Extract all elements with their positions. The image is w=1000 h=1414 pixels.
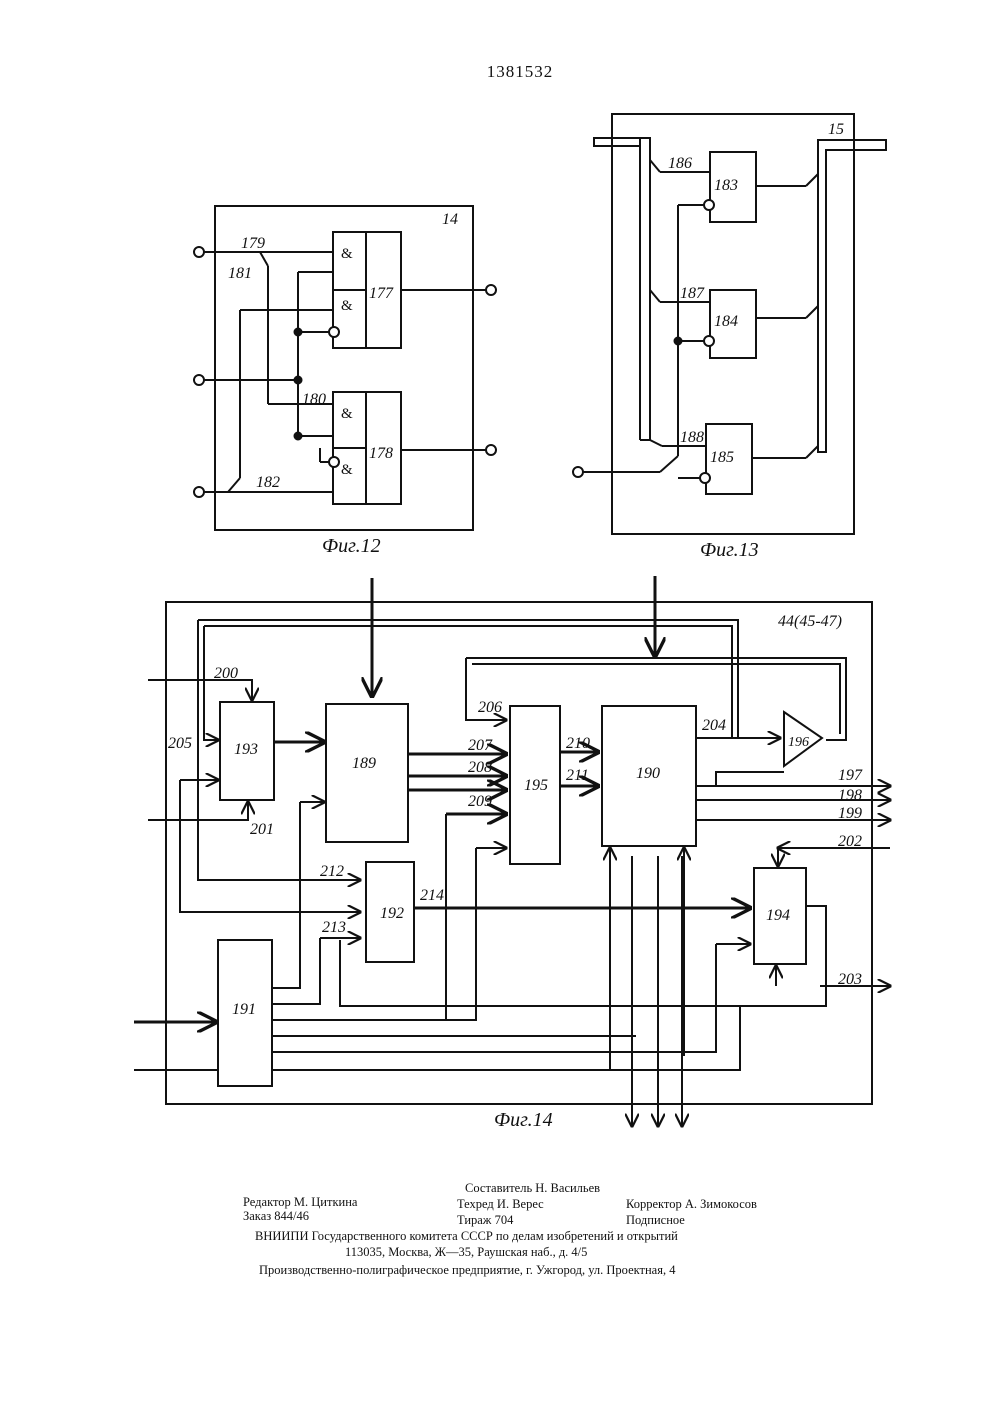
label-wire-202: 202 [838, 833, 862, 850]
label-wire-186: 186 [668, 155, 692, 172]
label-wire-200: 200 [214, 665, 238, 682]
label-wire-201: 201 [250, 821, 274, 838]
label-wire-212: 212 [320, 863, 344, 880]
svg-text:&: & [341, 462, 353, 478]
colophon-subscription: Подписное [626, 1212, 685, 1228]
label-block-178: 178 [369, 445, 393, 462]
fig12-diagram: & & & & 14 177 178 179 180 181 182 [194, 206, 496, 557]
label-block-195: 195 [524, 777, 548, 794]
fig14-caption: Фиг.14 [494, 1109, 553, 1131]
label-wire-198: 198 [838, 787, 862, 804]
label-wire-199: 199 [838, 805, 862, 822]
colophon-tech-editor: Техред И. Верес [457, 1196, 544, 1212]
fig13-frame-label: 15 [828, 121, 844, 138]
label-wire-180: 180 [302, 391, 326, 408]
label-wire-210: 210 [566, 735, 590, 752]
label-wire-187: 187 [680, 285, 705, 302]
label-wire-181: 181 [228, 265, 252, 282]
label-wire-206: 206 [478, 699, 502, 716]
svg-text:&: & [341, 406, 353, 422]
label-block-184: 184 [714, 313, 738, 330]
label-wire-179: 179 [241, 235, 265, 252]
label-block-189: 189 [352, 755, 376, 772]
label-block-183: 183 [714, 177, 738, 194]
colophon-proofreader: Корректор А. Зимокосов [626, 1196, 757, 1212]
colophon-address: 113035, Москва, Ж—35, Раушская наб., д. … [345, 1244, 587, 1260]
colophon-institute: ВНИИПИ Государственного комитета СССР по… [255, 1228, 678, 1244]
colophon-compiler: Составитель Н. Васильев [465, 1180, 600, 1196]
label-block-190: 190 [636, 765, 660, 782]
colophon-printer: Производственно-полиграфическое предприя… [259, 1262, 675, 1278]
block-189 [326, 704, 408, 842]
svg-text:&: & [341, 246, 353, 262]
label-wire-209: 209 [468, 793, 492, 810]
label-wire-188: 188 [680, 429, 704, 446]
label-wire-197: 197 [838, 767, 863, 784]
label-block-191: 191 [232, 1001, 256, 1018]
label-block-196: 196 [788, 735, 809, 750]
label-block-185: 185 [710, 449, 734, 466]
label-wire-214: 214 [420, 887, 444, 904]
label-wire-213: 213 [322, 919, 346, 936]
fig14-diagram: 44(45-47) 189 190 191 192 193 194 195 19… [134, 576, 890, 1131]
colophon-order: Заказ 844/46 [243, 1208, 309, 1224]
label-block-193: 193 [234, 741, 258, 758]
fig13-caption: Фиг.13 [700, 539, 759, 561]
figures-sheet: & & & & 14 177 178 179 180 181 182 [0, 0, 1000, 1170]
label-wire-211: 211 [566, 767, 589, 784]
colophon-circulation: Тираж 704 [457, 1212, 513, 1228]
label-block-177: 177 [369, 285, 394, 302]
label-wire-182: 182 [256, 474, 280, 491]
fig12-frame-label: 14 [442, 211, 458, 228]
label-block-194: 194 [766, 907, 790, 924]
label-wire-204: 204 [702, 717, 726, 734]
label-wire-207: 207 [468, 737, 493, 754]
label-block-192: 192 [380, 905, 404, 922]
fig14-frame-label: 44(45-47) [778, 613, 842, 630]
label-wire-208: 208 [468, 759, 492, 776]
fig12-caption: Фиг.12 [322, 535, 381, 557]
label-wire-203: 203 [838, 971, 862, 988]
fig13-diagram: 15 183 184 185 186 187 188 Фиг.13 [573, 114, 886, 561]
label-wire-205: 205 [168, 735, 192, 752]
svg-text:&: & [341, 298, 353, 314]
